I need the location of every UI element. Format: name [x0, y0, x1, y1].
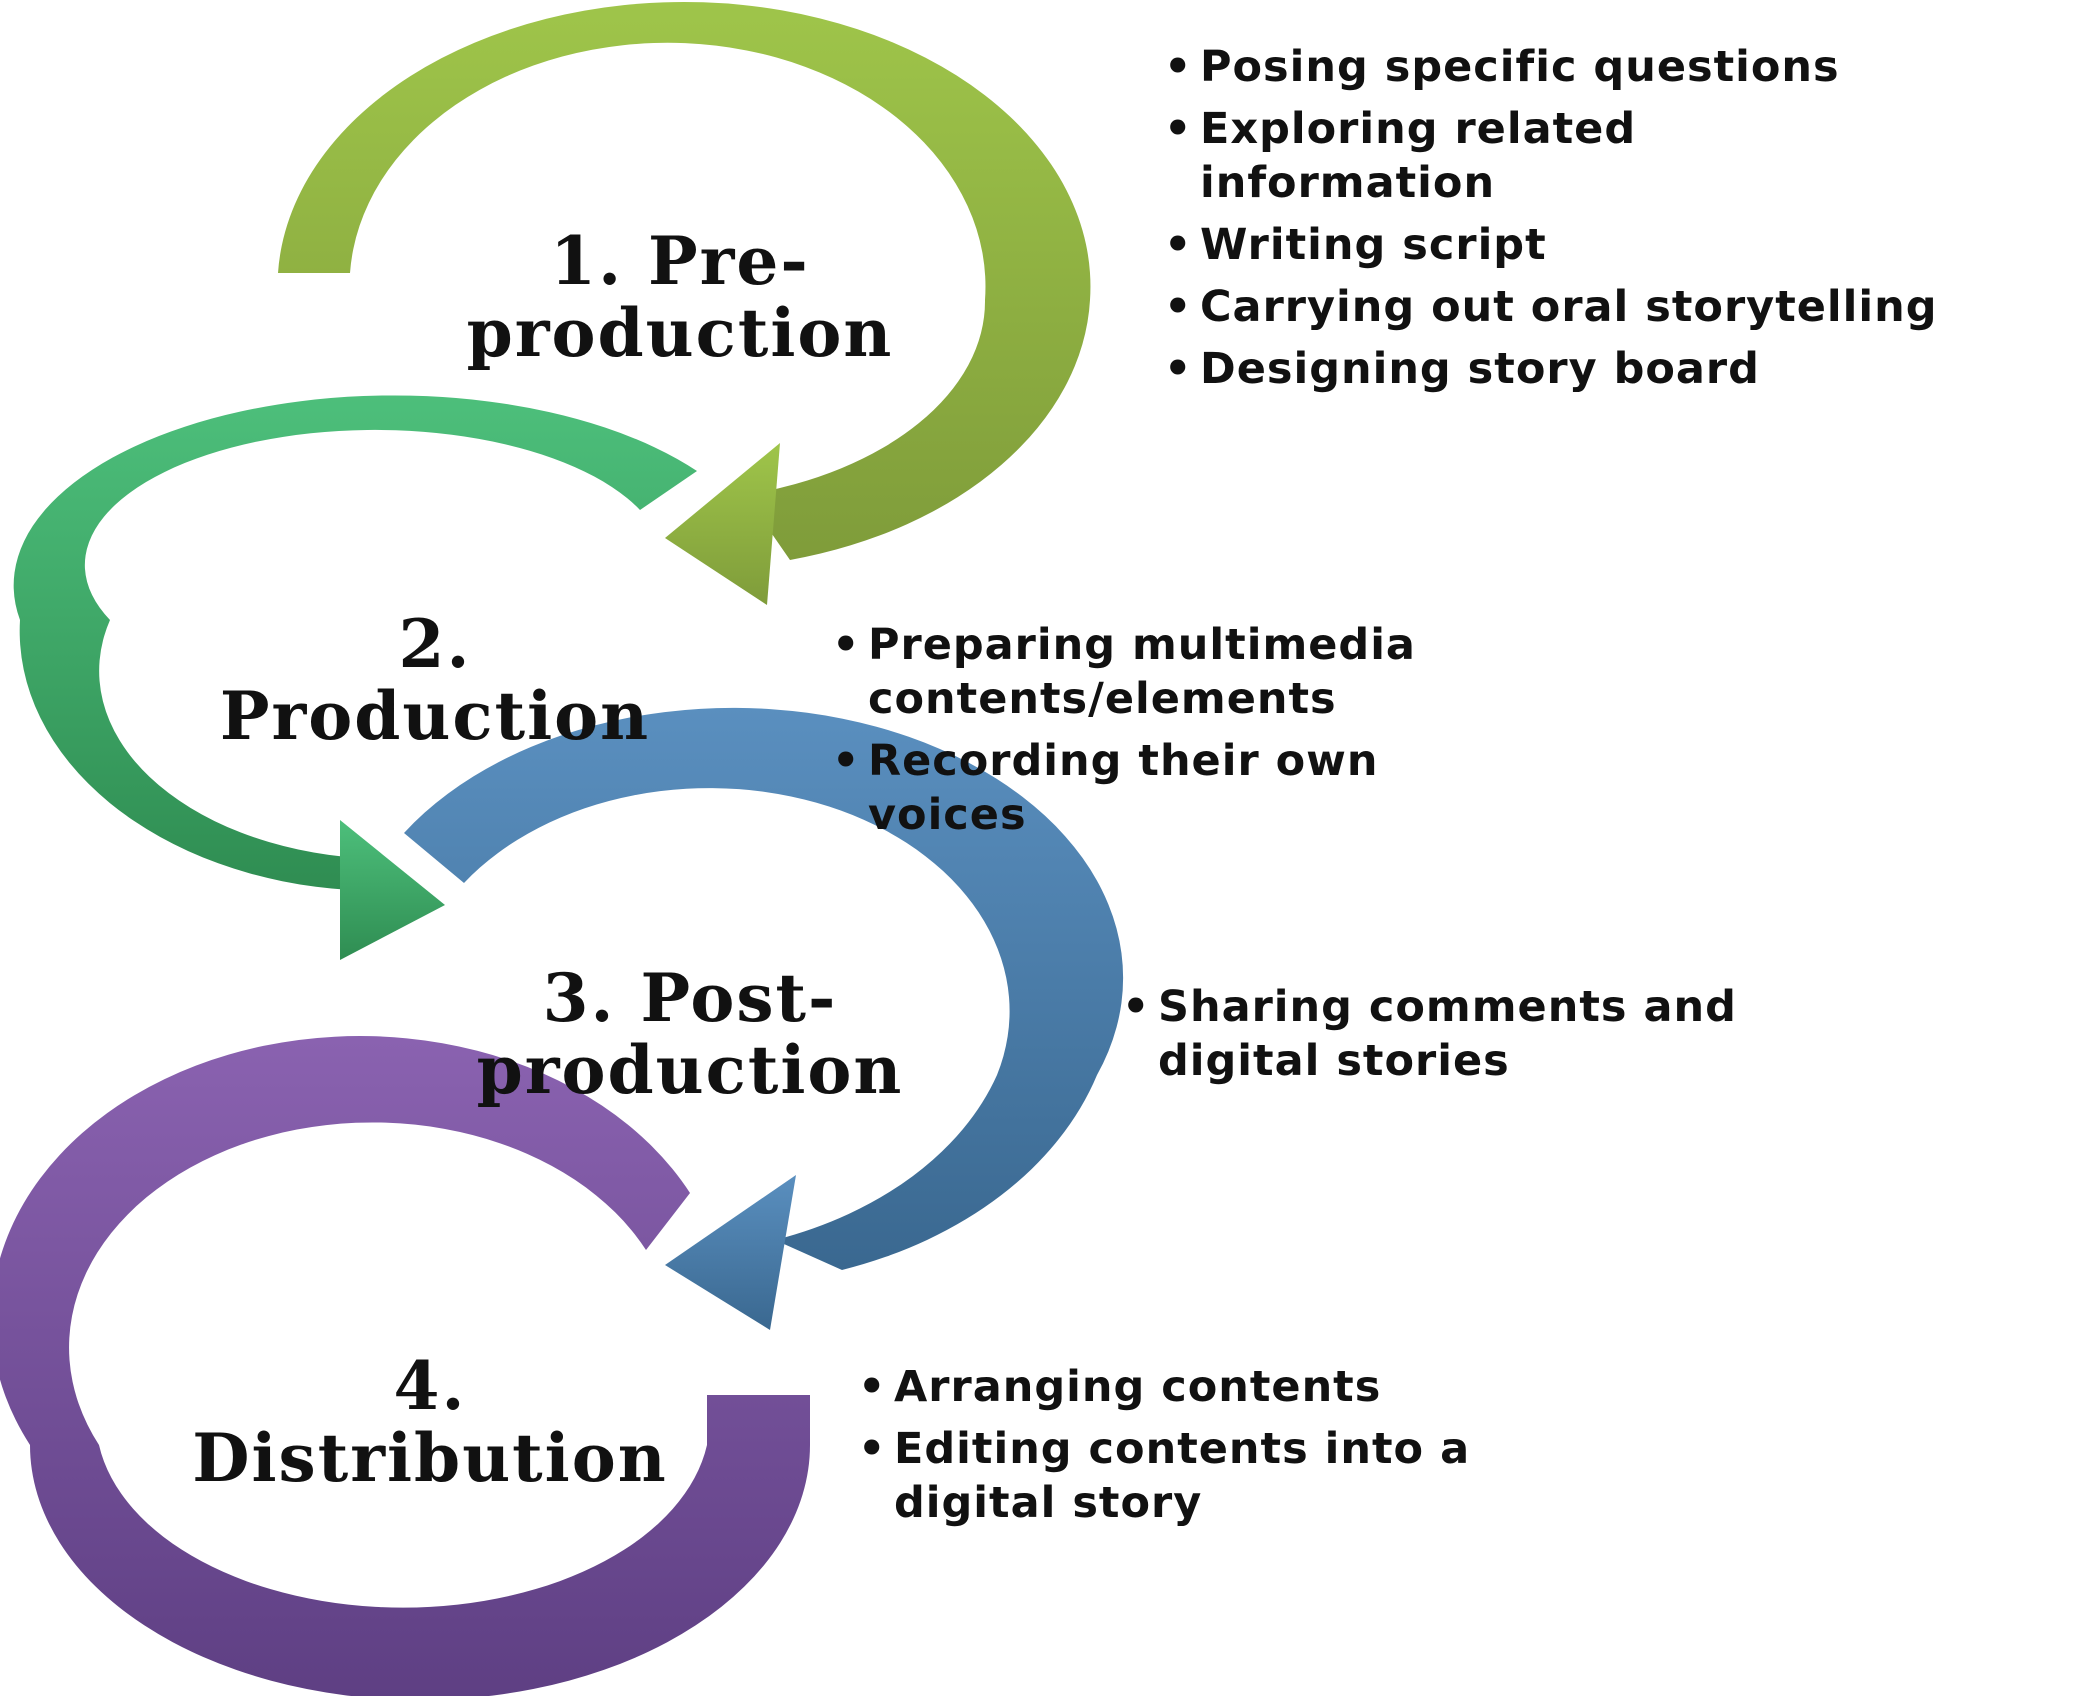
stage-2-title-line-2: Production [219, 677, 651, 755]
stage-3-title-line-1: 3. Post- [542, 959, 838, 1037]
stage-1-activity: Posing specific questions [1160, 40, 2060, 94]
stage-3-activity: Sharing comments and digital stories [1118, 980, 1778, 1088]
stage-2-title: 2. Production [175, 608, 695, 752]
stage-3-arc [404, 707, 1124, 1270]
stage-4-activity: Arranging contents [854, 1360, 1534, 1414]
stage-4-ring [0, 1036, 810, 1696]
stage-3-title: 3. Post- production [420, 962, 960, 1106]
stage-3-title-line-2: production [476, 1031, 904, 1109]
stage-1-title-line-2: production [466, 294, 894, 372]
stage-1-title: 1. Pre- production [420, 225, 940, 369]
stage-1-title-line-1: 1. Pre- [550, 222, 810, 300]
stage-3-arrowhead [665, 1175, 796, 1330]
stage-4-activities: Arranging contents Editing contents into… [854, 1360, 1534, 1538]
stage-3-activities: Sharing comments and digital stories [1118, 980, 1778, 1096]
stage-4-title-line-2: Distribution [192, 1419, 668, 1497]
stage-1-activity: Writing script [1160, 218, 2060, 272]
stage-2-arrowhead [340, 820, 445, 960]
stage-1-activity: Designing story board [1160, 342, 2060, 396]
stage-1-activity: Carrying out oral storytelling [1160, 280, 2060, 334]
stage-2-activity: Preparing multimedia contents/elements [828, 618, 1548, 726]
stage-2-activity: Recording their own voices [828, 734, 1548, 842]
stage-2-activities: Preparing multimedia contents/elements R… [828, 618, 1548, 850]
stage-1-activity: Exploring related information [1160, 102, 1760, 210]
stage-4-activity: Editing contents into a digital story [854, 1422, 1534, 1530]
stage-1-activities: Posing specific questions Exploring rela… [1160, 40, 2060, 404]
stage-4-title: 4. Distribution [160, 1350, 700, 1494]
stage-4-title-line-1: 4. [393, 1347, 467, 1425]
stage-1-arrowhead [665, 443, 780, 605]
stage-2-arc [13, 395, 697, 890]
stage-2-title-line-1: 2. [398, 605, 472, 683]
